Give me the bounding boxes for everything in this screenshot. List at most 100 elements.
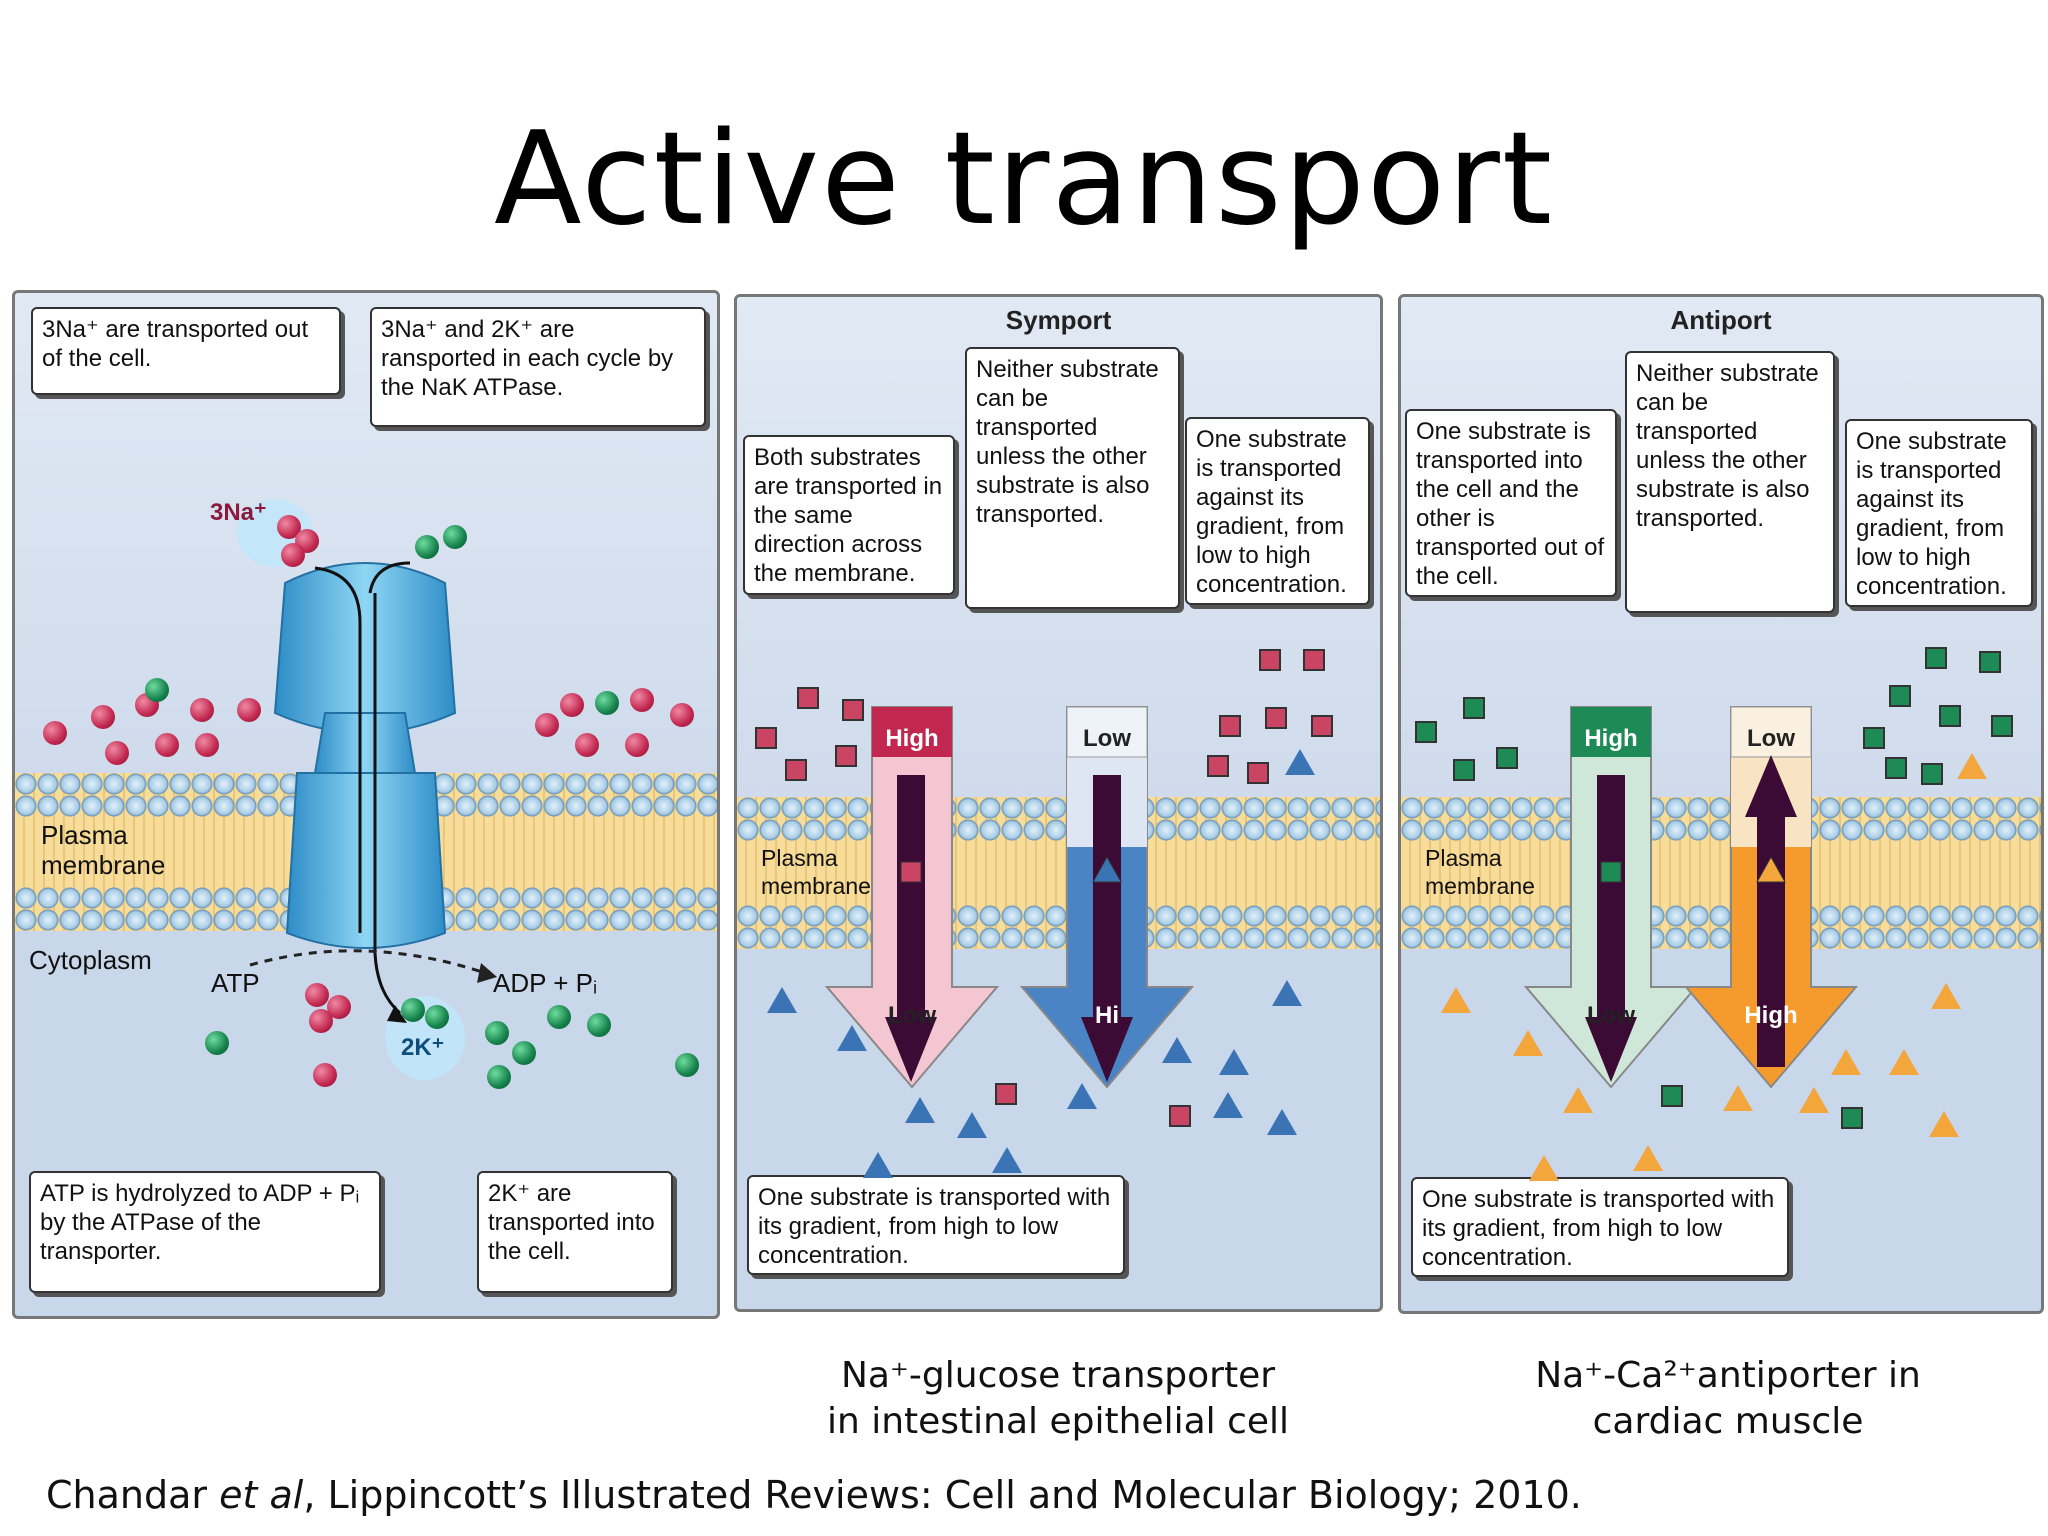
k-ball xyxy=(443,525,467,549)
callout-k-in: 2K⁺ are transported into the cell. xyxy=(477,1171,673,1293)
sodium-square xyxy=(1453,759,1475,781)
citation-authors: Chandar xyxy=(46,1473,220,1517)
na-ball xyxy=(670,703,694,727)
calcium-triangle xyxy=(1799,1087,1829,1113)
pump-lower xyxy=(285,772,447,949)
callout-with-gradient: One substrate is transported with its gr… xyxy=(1411,1177,1789,1277)
antiport-right-top-label: Low xyxy=(1747,725,1795,752)
symport-right-bottom-label: Hi xyxy=(1095,1002,1119,1029)
callout-atp-hydrolysis: ATP is hydrolyzed to ADP + Pᵢ by the ATP… xyxy=(29,1171,381,1293)
calcium-triangle xyxy=(1831,1049,1861,1075)
atp-dash-head xyxy=(477,963,497,983)
na-ion-label: 3Na⁺ xyxy=(210,499,267,526)
calcium-triangle xyxy=(1633,1145,1663,1171)
panel-nak-atpase: 3Na⁺ are transported out of the cell. 3N… xyxy=(12,290,720,1319)
k-ball xyxy=(425,1005,449,1029)
panel-symport: Symport High Low Low Hi Plasma membrane … xyxy=(734,294,1383,1312)
membrane-label-line1: Plasma xyxy=(1425,845,1502,871)
na-ball xyxy=(237,698,261,722)
glucose-triangle xyxy=(1213,1092,1243,1118)
na-ball xyxy=(309,1009,333,1033)
sodium-square xyxy=(1925,647,1947,669)
high-label-box xyxy=(872,707,952,757)
na-ball xyxy=(560,693,584,717)
membrane-label-line2: membrane xyxy=(1425,873,1535,899)
high-label-box xyxy=(1571,707,1651,757)
citation-source: , Lippincott’s Illustrated Reviews: Cell… xyxy=(303,1473,1582,1517)
k-ball xyxy=(595,691,619,715)
k-ball xyxy=(415,535,439,559)
glucose-triangle xyxy=(1272,980,1302,1006)
na-ball xyxy=(535,713,559,737)
k-ball xyxy=(145,678,169,702)
sodium-square xyxy=(1991,715,2013,737)
glucose-triangle xyxy=(767,987,797,1013)
calcium-triangle xyxy=(1957,753,1987,779)
glucose-triangle xyxy=(1267,1109,1297,1135)
antiport-caption: Na⁺-Ca²⁺antiporter in cardiac muscle xyxy=(1448,1353,2008,1445)
symport-caption: Na⁺-glucose transporter in intestinal ep… xyxy=(768,1353,1348,1445)
sodium-square xyxy=(1303,649,1325,671)
pump-upper xyxy=(273,562,457,734)
antiport-left-top-label: High xyxy=(1584,725,1638,752)
callout-neither-substrate: Neither substrate can be transported unl… xyxy=(965,347,1180,609)
callout-neither-substrate: Neither substrate can be transported unl… xyxy=(1625,351,1835,613)
slide-title: Active transport xyxy=(493,105,1555,254)
citation-et-al: et al xyxy=(219,1473,304,1517)
k-ball xyxy=(485,1021,509,1045)
sodium-square xyxy=(842,699,864,721)
antiport-title: Antiport xyxy=(1670,305,1772,335)
citation: Chandar et al, Lippincott’s Illustrated … xyxy=(46,1473,1582,1517)
low-label-box xyxy=(1066,706,1148,758)
na-ball xyxy=(575,733,599,757)
na-ball xyxy=(630,688,654,712)
plasma-membrane xyxy=(1401,797,2041,949)
sodium-square xyxy=(1415,721,1437,743)
sodium-square xyxy=(1463,697,1485,719)
sodium-square xyxy=(835,745,857,767)
membrane-label-line2: membrane xyxy=(41,850,166,880)
glucose-triangle xyxy=(905,1097,935,1123)
sodium-square xyxy=(1219,715,1241,737)
symport-left-bottom-label: Low xyxy=(888,1002,936,1029)
atp-label: ATP xyxy=(211,968,260,998)
nak-atpase-pump xyxy=(145,499,497,1080)
antiport-right-bottom-label: High xyxy=(1744,1002,1798,1029)
antiport-caption-line2: cardiac muscle xyxy=(1592,1401,1864,1442)
glucose-triangle xyxy=(1067,1083,1097,1109)
k-ball xyxy=(675,1053,699,1077)
callout-against-gradient: One substrate is transported against its… xyxy=(1845,419,2033,607)
glucose-triangle xyxy=(992,1147,1022,1173)
callout-nak-cycle: 3Na⁺ and 2K⁺ are ransported in each cycl… xyxy=(370,307,706,427)
sodium-square xyxy=(1496,747,1518,769)
k-path-head xyxy=(387,1005,407,1023)
na-ball xyxy=(43,721,67,745)
adp-label: ADP + Pᵢ xyxy=(493,968,598,998)
sodium-square xyxy=(995,1083,1017,1105)
sodium-square xyxy=(1207,755,1229,777)
symport-left-top-label: High xyxy=(885,725,939,752)
cytoplasm-label: Cytoplasm xyxy=(29,945,152,975)
symport-right-top-label: Low xyxy=(1083,725,1131,752)
callout-against-gradient: One substrate is transported against its… xyxy=(1185,417,1370,605)
antiport-caption-line1: Na⁺-Ca²⁺antiporter in xyxy=(1535,1355,1921,1396)
calcium-triangle xyxy=(1529,1155,1559,1181)
calcium-triangle xyxy=(1563,1087,1593,1113)
na-ball xyxy=(155,733,179,757)
sodium-square xyxy=(1265,707,1287,729)
calcium-triangle xyxy=(1889,1049,1919,1075)
sodium-square xyxy=(1169,1105,1191,1127)
k-ball xyxy=(547,1005,571,1029)
low-label-box xyxy=(1730,706,1812,758)
k-ball xyxy=(587,1013,611,1037)
na-ball xyxy=(105,741,129,765)
sodium-square xyxy=(1311,715,1333,737)
panel-antiport: Antiport High Low Low High Plasma membra… xyxy=(1398,294,2044,1314)
calcium-triangle xyxy=(1441,987,1471,1013)
glucose-triangle xyxy=(957,1112,987,1138)
na-ball xyxy=(91,705,115,729)
na-ball xyxy=(195,733,219,757)
sodium-square xyxy=(1259,649,1281,671)
glucose-triangle xyxy=(837,1025,867,1051)
callout-pointer-1 xyxy=(145,508,190,558)
